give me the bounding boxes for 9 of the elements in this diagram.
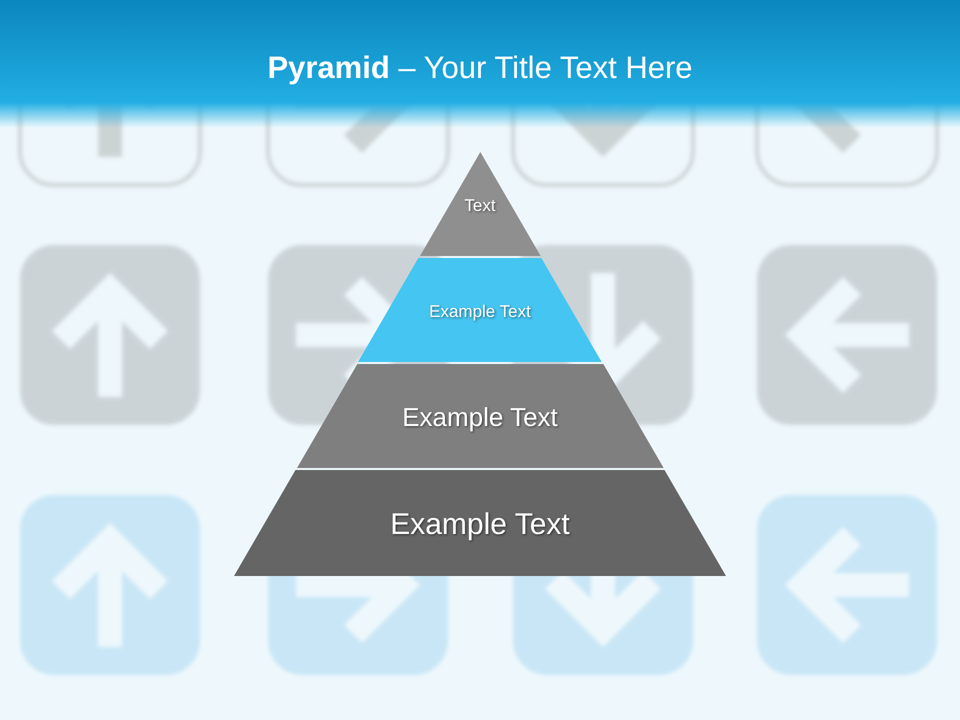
level-label: Example Text — [402, 402, 558, 433]
level-label: Example Text — [390, 508, 570, 542]
pyramid-level — [296, 364, 664, 468]
pyramid-level — [420, 152, 540, 256]
level-label: Text — [464, 196, 496, 216]
pyramid-level — [234, 470, 726, 576]
level-label: Example Text — [429, 302, 531, 322]
slide-title: Pyramid – Your Title Text Here — [266, 50, 694, 86]
pyramid-level — [358, 258, 602, 362]
